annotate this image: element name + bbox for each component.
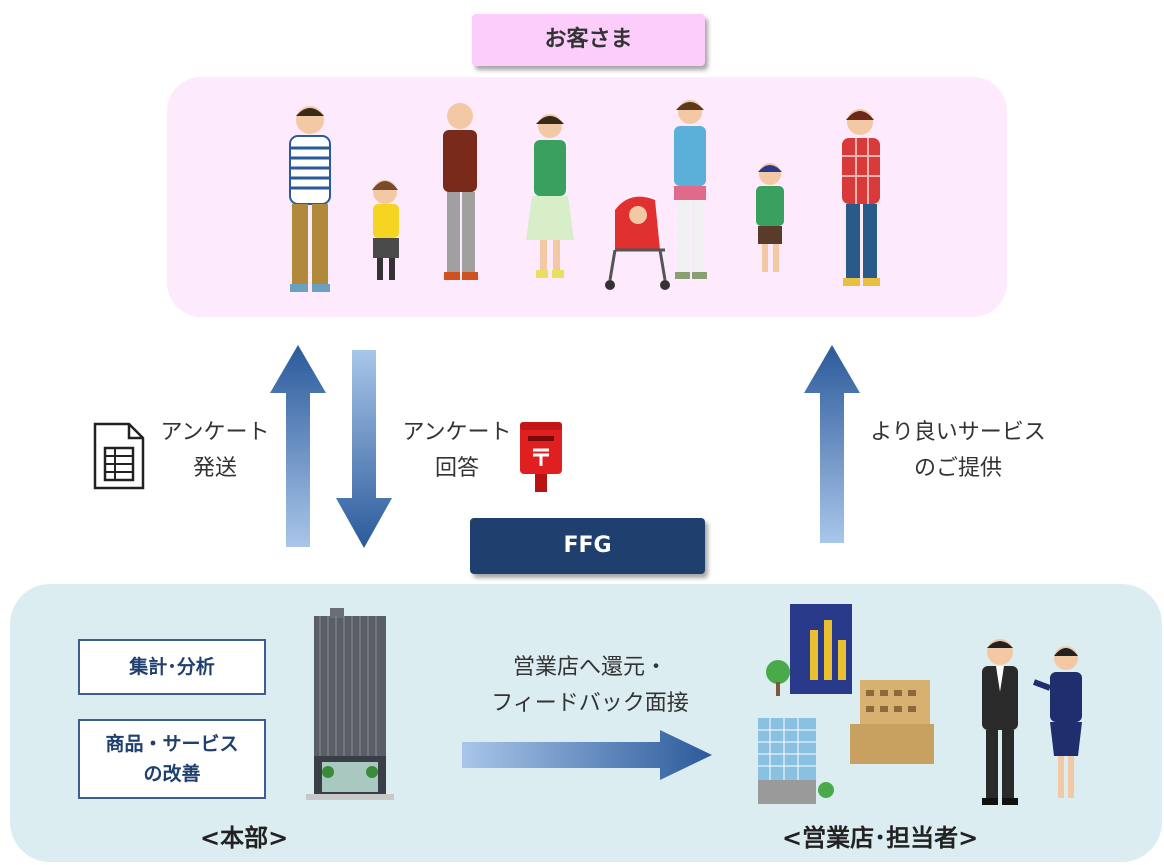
- person-woman-blue: [674, 100, 707, 279]
- ffg-title: FFG: [470, 518, 705, 574]
- service-label-line2: のご提供: [913, 456, 1002, 481]
- right-arrow-feedback: [462, 730, 712, 780]
- person-girl-yellow: [372, 180, 399, 280]
- headquarters-label: <本部>: [200, 824, 289, 852]
- person-woman-green: [526, 114, 574, 278]
- feedback-label-line1: 営業店へ還元・: [512, 655, 667, 680]
- stroller-with-baby: [605, 196, 670, 290]
- up-arrow-service: [804, 345, 860, 543]
- female-staff: [1032, 646, 1082, 798]
- down-arrow-reply: [336, 350, 392, 548]
- branch-buildings: [758, 604, 934, 804]
- person-man-plaid: [842, 109, 880, 286]
- send-label-line2: 発送: [192, 456, 237, 481]
- reply-label-line2: 回答: [434, 456, 479, 481]
- mailbox-icon: [520, 422, 562, 492]
- person-man-striped: [289, 106, 331, 292]
- glass-office-building: [758, 718, 834, 804]
- send-label-line1: アンケート: [160, 420, 270, 445]
- feedback-label: 営業店へ還元・ フィードバック面接: [470, 650, 710, 722]
- customers-illustration: [289, 100, 880, 292]
- improvement-box: 商品・サービス の改善: [78, 719, 266, 799]
- reply-label-line1: アンケート: [402, 420, 512, 445]
- reply-label: アンケート 回答: [392, 415, 522, 487]
- improvement-box-line2: の改善: [143, 763, 201, 785]
- up-arrow-send: [270, 345, 326, 547]
- beige-building: [850, 680, 934, 764]
- male-staff: [982, 639, 1018, 805]
- send-label: アンケート 発送: [150, 415, 280, 487]
- hq-building: [306, 608, 394, 800]
- blue-office-tower: [790, 604, 852, 694]
- analysis-box: 集計･分析: [78, 639, 266, 695]
- service-label: より良いサービス のご提供: [858, 415, 1058, 487]
- tree-icon: [766, 660, 790, 696]
- service-label-line1: より良いサービス: [870, 420, 1046, 445]
- document-icon: [93, 422, 145, 490]
- bank-staff: [982, 639, 1082, 805]
- analysis-box-label: 集計･分析: [129, 656, 215, 678]
- customers-title: お客さま: [472, 14, 705, 66]
- person-old-man: [443, 103, 478, 280]
- feedback-label-line2: フィードバック面接: [491, 691, 689, 716]
- improvement-box-line1: 商品・サービス: [105, 733, 239, 755]
- branch-label: <営業店･担当者>: [782, 824, 979, 852]
- person-boy-green: [756, 163, 784, 272]
